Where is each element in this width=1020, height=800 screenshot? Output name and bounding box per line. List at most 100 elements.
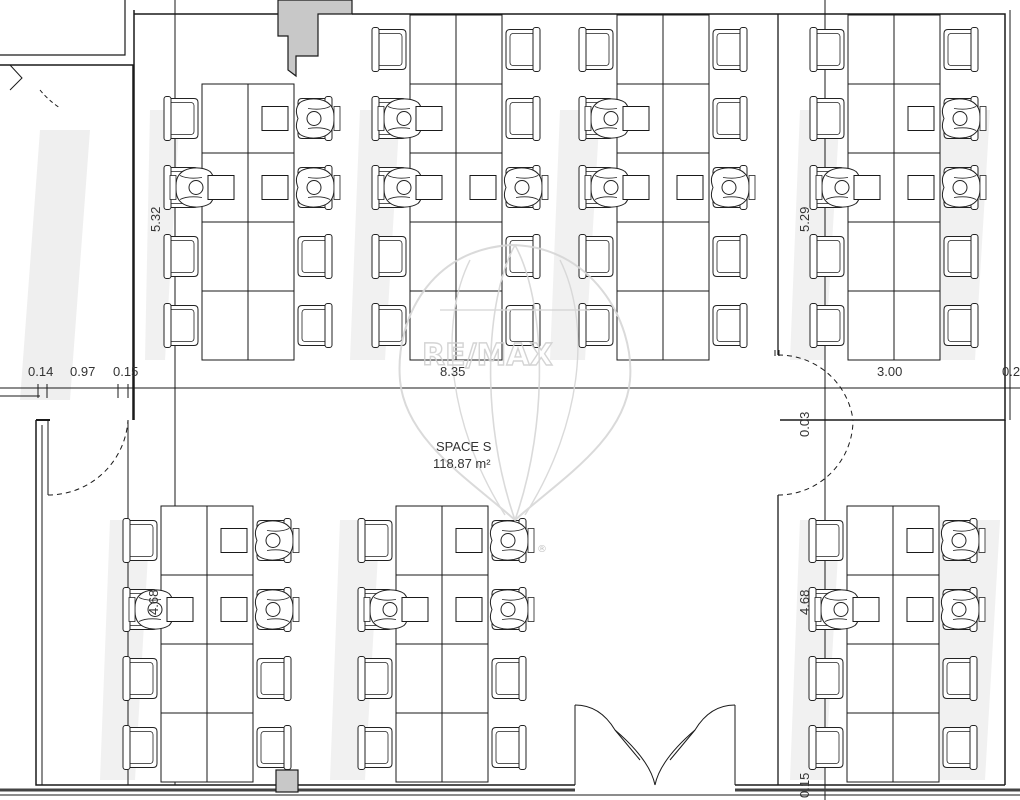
chair — [123, 657, 157, 701]
desk — [662, 290, 710, 361]
laptop — [220, 528, 248, 553]
desk — [247, 221, 295, 292]
laptop — [852, 597, 880, 622]
occupant — [710, 167, 756, 208]
laptop — [469, 175, 497, 200]
chair — [712, 303, 748, 348]
occupant — [503, 167, 549, 208]
occupant — [489, 589, 535, 630]
occupant — [295, 167, 341, 208]
chair — [505, 27, 541, 72]
laptop — [415, 106, 443, 131]
desk — [616, 290, 664, 361]
laptop — [455, 528, 483, 553]
occupant — [295, 98, 341, 139]
desk — [847, 83, 895, 154]
room-name: SPACE S — [436, 439, 492, 454]
desk — [160, 505, 208, 576]
chair — [943, 303, 979, 348]
dim-right-edge-partial: 0.2 — [1002, 364, 1020, 379]
desk — [201, 221, 249, 292]
desk — [395, 712, 443, 783]
desk-cluster-top-right — [810, 14, 987, 361]
chair — [297, 303, 333, 348]
chair — [810, 304, 844, 348]
dimension-ticks — [37, 350, 780, 398]
desk — [160, 643, 208, 714]
chair — [810, 97, 844, 141]
watermark-registered: ® — [537, 544, 547, 555]
laptop — [676, 175, 704, 200]
chair — [810, 235, 844, 279]
chair — [712, 234, 748, 279]
occupant — [254, 589, 300, 630]
desk — [662, 221, 710, 292]
remax-watermark: RE/MAX ® — [398, 243, 632, 555]
desk — [455, 83, 503, 154]
desk — [662, 83, 710, 154]
desk — [160, 712, 208, 783]
chair — [372, 304, 406, 348]
dim-bottom-left-depth: 4.68 — [146, 590, 161, 615]
laptop — [220, 597, 248, 622]
chair — [358, 726, 392, 770]
chair — [256, 725, 292, 770]
chair — [579, 28, 613, 72]
laptop — [166, 597, 194, 622]
chair — [358, 519, 392, 563]
desk — [847, 290, 895, 361]
dim-top-right-depth: 5.29 — [797, 207, 812, 232]
dim-bottom-right-depth: 4.68 — [797, 590, 812, 615]
chair — [942, 656, 978, 701]
laptop — [907, 106, 935, 131]
occupant — [489, 520, 535, 561]
chair — [358, 657, 392, 701]
laptop — [907, 175, 935, 200]
desk — [892, 643, 940, 714]
dim-left-wall-a: 0.14 — [28, 364, 53, 379]
desk-cluster-bottom-left — [123, 505, 300, 783]
laptop — [261, 175, 289, 200]
desk — [395, 505, 443, 576]
desk — [395, 643, 443, 714]
laptop — [261, 106, 289, 131]
chair — [123, 519, 157, 563]
chair — [256, 656, 292, 701]
column-top — [275, 0, 353, 793]
chair — [372, 28, 406, 72]
watermark-brand: RE/MAX — [422, 338, 553, 373]
desk — [616, 14, 664, 85]
chair — [943, 234, 979, 279]
chair — [164, 235, 198, 279]
desk — [662, 14, 710, 85]
desk-clusters — [123, 14, 987, 783]
chair — [297, 234, 333, 279]
chair — [809, 726, 843, 770]
chair — [491, 725, 527, 770]
laptop — [906, 528, 934, 553]
chair — [942, 725, 978, 770]
desk — [206, 712, 254, 783]
room-label: SPACE S 118.87 m² — [433, 439, 492, 471]
laptop — [906, 597, 934, 622]
laptop — [415, 175, 443, 200]
laptop — [207, 175, 235, 200]
desk — [201, 290, 249, 361]
desk — [892, 712, 940, 783]
desk — [893, 14, 941, 85]
desk-cluster-bottom-center — [358, 505, 535, 783]
desk — [247, 290, 295, 361]
chair — [491, 656, 527, 701]
dim-left-wall-c: 0.15 — [113, 364, 138, 379]
desk — [206, 643, 254, 714]
desk-cluster-bottom-right — [809, 505, 986, 783]
chair — [809, 519, 843, 563]
chair — [810, 28, 844, 72]
dim-top-left-depth: 5.32 — [148, 207, 163, 232]
desk — [846, 712, 894, 783]
desk — [441, 643, 489, 714]
chair — [809, 657, 843, 701]
desk — [847, 14, 895, 85]
laptop — [455, 597, 483, 622]
